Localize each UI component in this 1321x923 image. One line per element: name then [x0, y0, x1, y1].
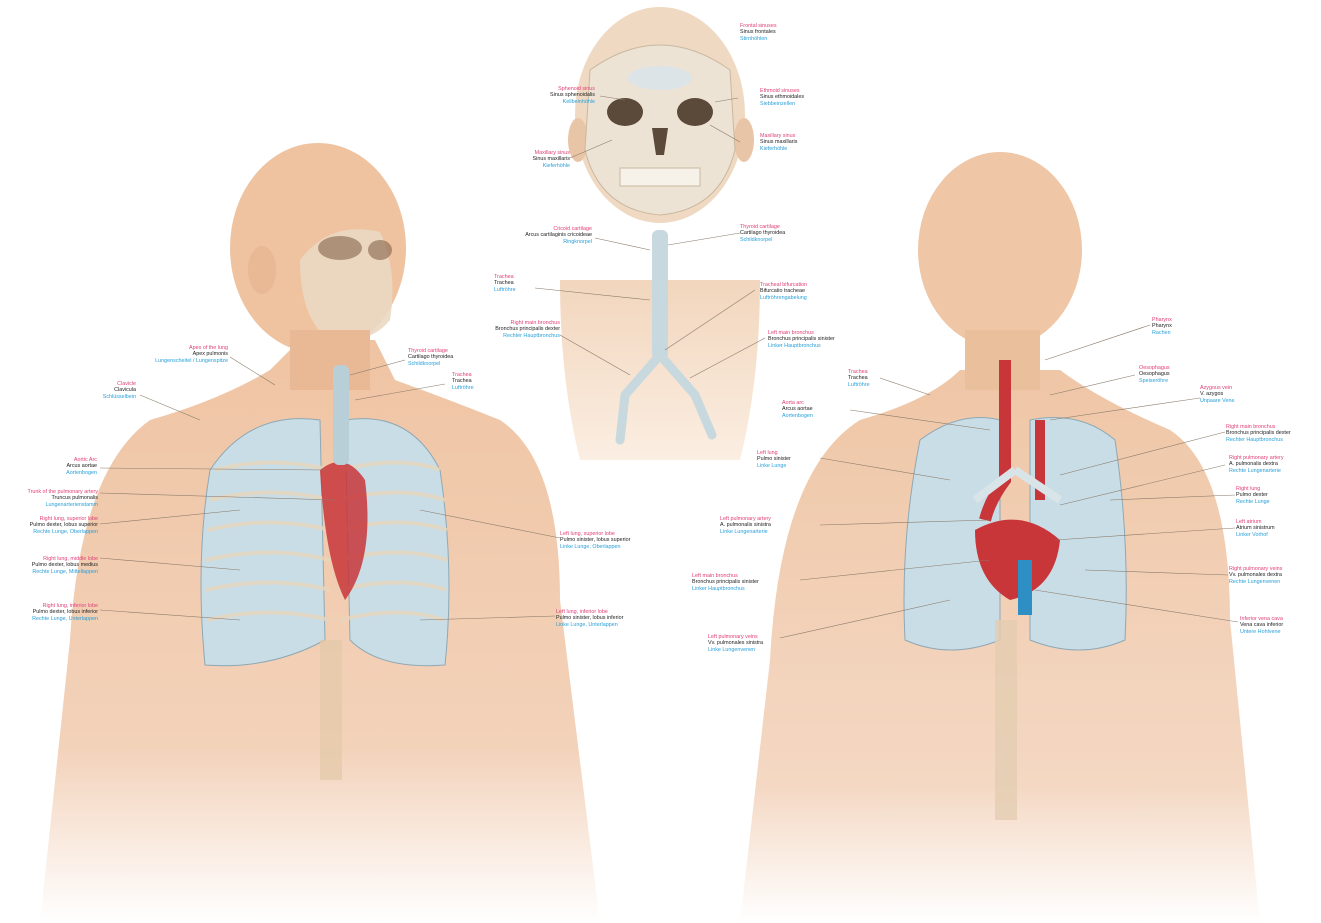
label-trachea-front: Trachea Trachea Luftröhre	[452, 372, 474, 391]
label-left-pulmonary-veins: Left pulmonary veins Vv. pulmonales sini…	[708, 634, 763, 653]
label-azygous-vein: Azygous vein V. azygos Unpaare Vene	[1200, 385, 1234, 404]
label-right-lung-inferior-lobe: Right lung, inferior lobe Pulmo dexter, …	[4, 603, 98, 622]
label-maxillary-sinus-left: Maxillary sinus Sinus maxillaris Kieferh…	[470, 150, 570, 169]
label-oesophagus: Oesophagus Oesophagus Speiseröhre	[1139, 365, 1170, 384]
label-thyroid-cartilage-front: Thyroid cartilage Cartilago thyroidea Sc…	[408, 348, 453, 367]
label-left-atrium: Left atrium Atrium sinistrum Linker Vorh…	[1236, 519, 1275, 538]
label-clavicle: Clavicle Clavicula Schlüsselbein	[70, 381, 136, 400]
label-left-pulmonary-artery: Left pulmonary artery A. pulmonalis sini…	[720, 516, 771, 535]
label-inferior-vena-cava: Inferior vena cava Vena cava inferior Un…	[1240, 616, 1283, 635]
label-ethmoid-sinus: Ethmoid sinuses Sinus ethmoidales Siebbe…	[760, 88, 804, 107]
label-right-pulmonary-artery: Right pulmonary artery A. pulmonalis dex…	[1229, 455, 1284, 474]
label-left-lung-inferior-lobe: Left lung, inferior lobe Pulmo sinister,…	[556, 609, 623, 628]
label-aortic-arch-back: Aorta arc Arcus aortae Aortenbogen	[782, 400, 813, 419]
label-right-main-bronchus-back: Right main bronchus Bronchus principalis…	[1226, 424, 1291, 443]
label-right-pulmonary-veins: Right pulmonary veins Vv. pulmonales dex…	[1229, 566, 1282, 585]
label-right-main-bronchus-top: Right main bronchus Bronchus principalis…	[460, 320, 560, 339]
back-torso-figure	[740, 152, 1260, 923]
label-pulmonary-trunk: Trunk of the pulmonary artery Truncus pu…	[4, 489, 98, 508]
label-maxillary-sinus-right: Maxillary sinus Sinus maxillaris Kieferh…	[760, 133, 797, 152]
label-aortic-arch-front: Aortic Arc Arcus aortae Aortenbogen	[40, 457, 97, 476]
label-sphenoid-sinus: Sphenoid sinus Sinus sphenoidalis Keilbe…	[480, 86, 595, 105]
label-tracheal-bifurcation: Tracheal bifurcation Bifurcatio tracheae…	[760, 282, 807, 301]
label-right-lung-middle-lobe: Right lung, middle lobe Pulmo dexter, lo…	[4, 556, 98, 575]
label-left-lung-back: Left lung Pulmo sinister Linke Lunge	[757, 450, 791, 469]
label-pharynx: Pharynx Pharynx Rachen	[1152, 317, 1172, 336]
label-trachea-top: Trachea Trachea Luftröhre	[494, 274, 516, 293]
label-left-lung-superior-lobe: Left lung, superior lobe Pulmo sinister,…	[560, 531, 630, 550]
label-apex-of-lung: Apex of the lung Apex pulmonis Lungensch…	[140, 345, 228, 364]
label-frontal-sinus: Frontal sinuses Sinus frontales Stirnhöh…	[740, 23, 777, 42]
label-right-lung-back: Right lung Pulmo dexter Rechte Lunge	[1236, 486, 1270, 505]
label-thyroid-cartilage-top: Thyroid cartilage Cartilago thyroidea Sc…	[740, 224, 785, 243]
label-cricoid-cartilage: Cricoid cartilage Arcus cartilaginis cri…	[470, 226, 592, 245]
front-torso-figure	[40, 143, 600, 923]
label-right-lung-superior-lobe: Right lung, superior lobe Pulmo dexter, …	[4, 516, 98, 535]
label-trachea-back: Trachea Trachea Luftröhre	[848, 369, 870, 388]
label-left-main-bronchus-top: Left main bronchus Bronchus principalis …	[768, 330, 835, 349]
label-left-main-bronchus-back: Left main bronchus Bronchus principalis …	[692, 573, 759, 592]
